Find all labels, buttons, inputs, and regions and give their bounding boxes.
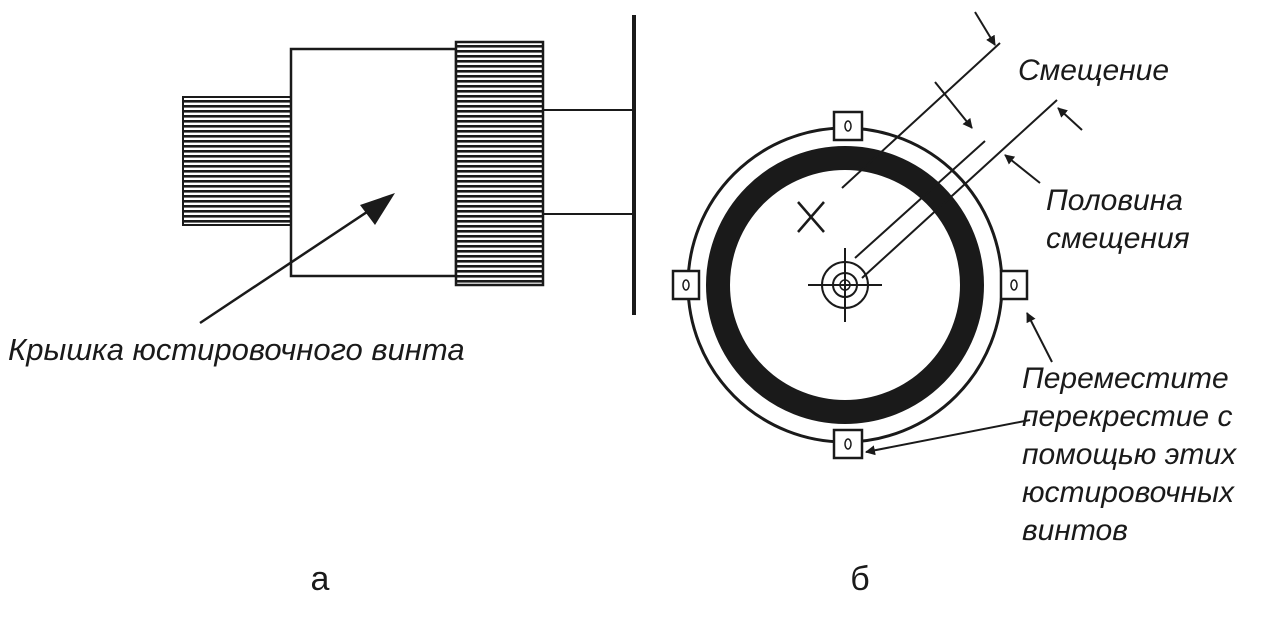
pointer-arrowhead xyxy=(360,193,395,225)
screw-cap-label: Крышка юстировочного винта xyxy=(8,332,465,367)
dark-band xyxy=(706,146,984,424)
crosshair-target xyxy=(808,248,882,322)
knurled-knob-small xyxy=(182,96,292,226)
svg-text:помощью этих: помощью этих xyxy=(1022,438,1237,471)
offset-mark xyxy=(797,201,825,233)
half-offset-arrow-top xyxy=(1057,107,1083,131)
offset-arrow-bottom xyxy=(934,81,973,129)
svg-text:Переместите: Переместите xyxy=(1022,362,1229,395)
screw-tab-bottom xyxy=(832,428,864,460)
svg-text:юстировочных: юстировочных xyxy=(1022,476,1235,509)
reticle-view xyxy=(671,11,1083,460)
screw-tab-left xyxy=(671,269,701,301)
leader-bottom-screw xyxy=(865,419,1031,456)
half-offset-extension-line-a xyxy=(854,140,986,259)
adjustment-screw-assembly xyxy=(182,15,636,325)
offset-arrow-top xyxy=(974,11,996,46)
half-offset-extension-line-b xyxy=(861,99,1058,279)
svg-text:смещения: смещения xyxy=(1046,222,1190,255)
caption-a: а xyxy=(311,560,330,598)
offset-extension-line xyxy=(841,42,1001,189)
offset-label: Смещение xyxy=(1018,54,1169,87)
svg-text:перекрестие с: перекрестие с xyxy=(1022,400,1232,433)
screw-tab-right xyxy=(999,269,1029,301)
caption-b: б xyxy=(850,560,869,598)
knurled-knob-large xyxy=(454,40,545,287)
screw-cap-body xyxy=(289,47,458,278)
leader-right-screw xyxy=(1026,312,1053,363)
screw-tab-top xyxy=(832,110,864,142)
move-crosshair-label: Переместите перекрестие с помощью этих ю… xyxy=(1022,362,1237,547)
half-offset-label: Половина смещения xyxy=(1046,184,1190,255)
svg-text:Половина: Половина xyxy=(1046,184,1183,217)
pointer-arrow xyxy=(199,198,386,325)
svg-text:винтов: винтов xyxy=(1022,514,1128,547)
half-offset-arrow-bottom xyxy=(1004,154,1041,184)
